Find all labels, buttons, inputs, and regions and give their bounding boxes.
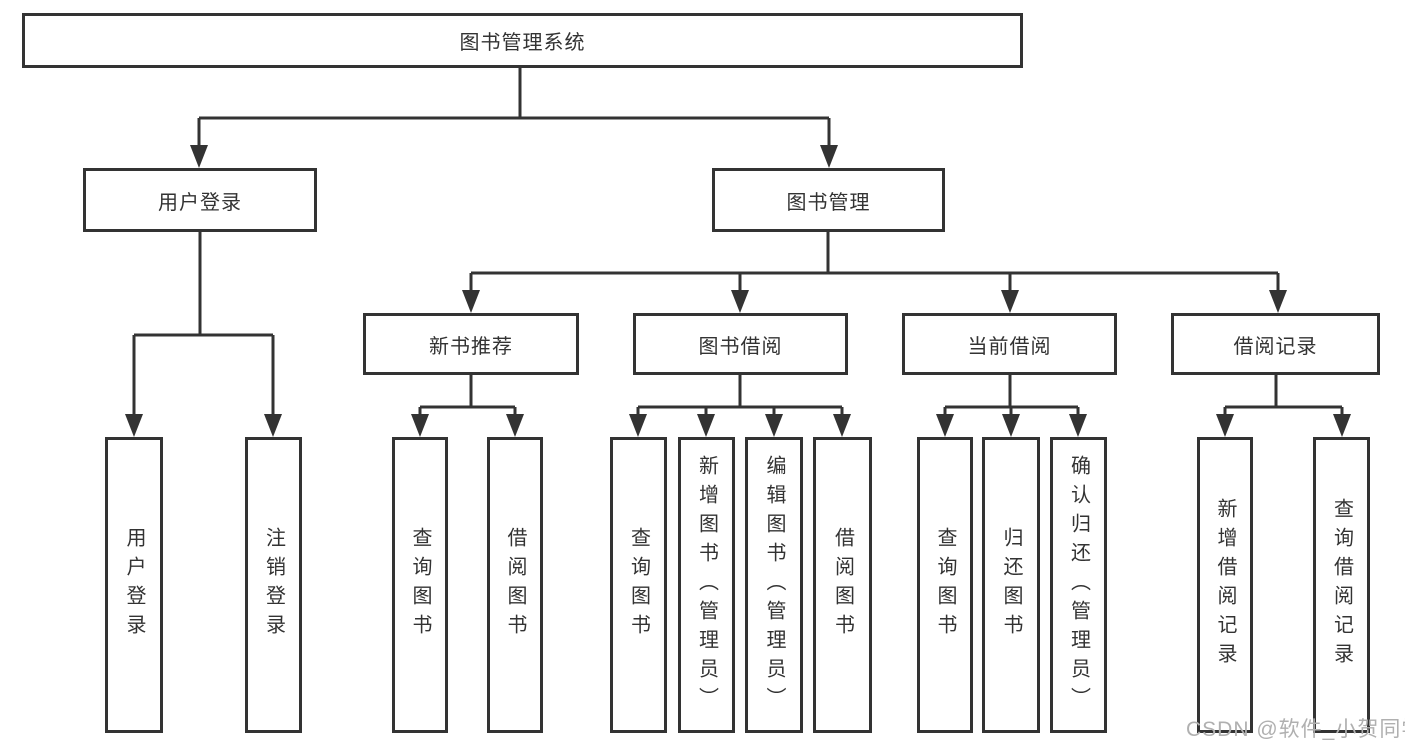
leaf-label: 查询图书	[934, 527, 956, 643]
leaf-query-book: 查询图书	[392, 437, 448, 733]
leaf-query-book: 查询图书	[917, 437, 973, 733]
leaf-label: 借阅图书	[504, 527, 526, 643]
node-label: 图书管理系统	[459, 32, 586, 54]
leaf-label: 归还图书	[1000, 527, 1022, 643]
leaf-borrow-book: 借阅图书	[487, 437, 543, 733]
connector-newbook-to-leaves	[418, 375, 517, 419]
arrowhead	[1269, 290, 1287, 313]
arrowhead	[833, 414, 851, 437]
node-label: 借阅记录	[1233, 335, 1318, 358]
csdn-watermark: CSDN @软件_小贺同学	[1186, 718, 1405, 741]
connector-userlogin-to-leaves	[132, 232, 275, 419]
arrowhead	[1002, 414, 1020, 437]
leaf-query-book: 查询图书	[610, 437, 667, 733]
node-label: 图书管理	[786, 191, 871, 214]
node-label: 用户登录	[158, 191, 242, 214]
arrowhead	[506, 414, 524, 437]
arrowhead	[462, 290, 480, 313]
node-user-login: 用户登录	[83, 168, 317, 232]
connector-root-to-level2	[197, 68, 831, 150]
leaf-label: 查询图书	[627, 527, 650, 643]
connector-bookmgr-to-level3	[469, 232, 1280, 295]
node-label: 当前借阅	[967, 335, 1052, 358]
node-current-borrow: 当前借阅	[902, 313, 1117, 375]
leaf-label: 查询图书	[409, 527, 431, 643]
leaf-label: 确认归还（管理员）	[1067, 454, 1090, 716]
leaf-return-book: 归还图书	[982, 437, 1040, 733]
leaf-confirm-return-admin: 确认归还（管理员）	[1050, 437, 1107, 733]
arrowhead	[820, 145, 838, 168]
connector-borrowrecord-to-leaves	[1223, 375, 1344, 419]
leaf-user-login: 用户登录	[105, 437, 163, 733]
leaf-label: 借阅图书	[831, 527, 854, 643]
leaf-add-book-admin: 新增图书（管理员）	[678, 437, 735, 733]
leaf-label: 编辑图书（管理员）	[763, 454, 785, 716]
arrowhead	[1216, 414, 1234, 437]
leaf-add-borrow-record: 新增借阅记录	[1197, 437, 1253, 733]
node-book-borrow: 图书借阅	[633, 313, 848, 375]
node-label: 新书推荐	[429, 335, 513, 358]
arrowhead	[125, 414, 143, 437]
leaf-label: 新增借阅记录	[1214, 498, 1236, 672]
node-book-management: 图书管理	[712, 168, 945, 232]
connector-bookborrow-to-leaves	[636, 375, 844, 419]
node-new-book-recommend: 新书推荐	[363, 313, 579, 375]
leaf-label: 用户登录	[123, 527, 145, 643]
arrowhead	[697, 414, 715, 437]
node-label: 图书借阅	[698, 335, 783, 358]
leaf-edit-book-admin: 编辑图书（管理员）	[745, 437, 803, 733]
leaf-query-borrow-record: 查询借阅记录	[1313, 437, 1370, 733]
leaf-label: 新增图书（管理员）	[695, 454, 718, 716]
arrowhead	[411, 414, 429, 437]
arrowhead	[765, 414, 783, 437]
leaf-logout: 注销登录	[245, 437, 302, 733]
arrowhead	[731, 290, 749, 313]
arrowhead	[1001, 290, 1019, 313]
leaf-label: 查询借阅记录	[1330, 498, 1353, 672]
arrowhead	[1333, 414, 1351, 437]
leaf-label: 注销登录	[262, 527, 285, 643]
arrowhead	[1069, 414, 1087, 437]
arrowhead	[264, 414, 282, 437]
connector-currentborrow-to-leaves	[943, 375, 1080, 419]
node-root-system: 图书管理系统	[22, 13, 1023, 68]
arrowhead	[190, 145, 208, 168]
leaf-borrow-book: 借阅图书	[813, 437, 872, 733]
node-borrow-record: 借阅记录	[1171, 313, 1380, 375]
arrowhead	[936, 414, 954, 437]
arrowhead	[629, 414, 647, 437]
